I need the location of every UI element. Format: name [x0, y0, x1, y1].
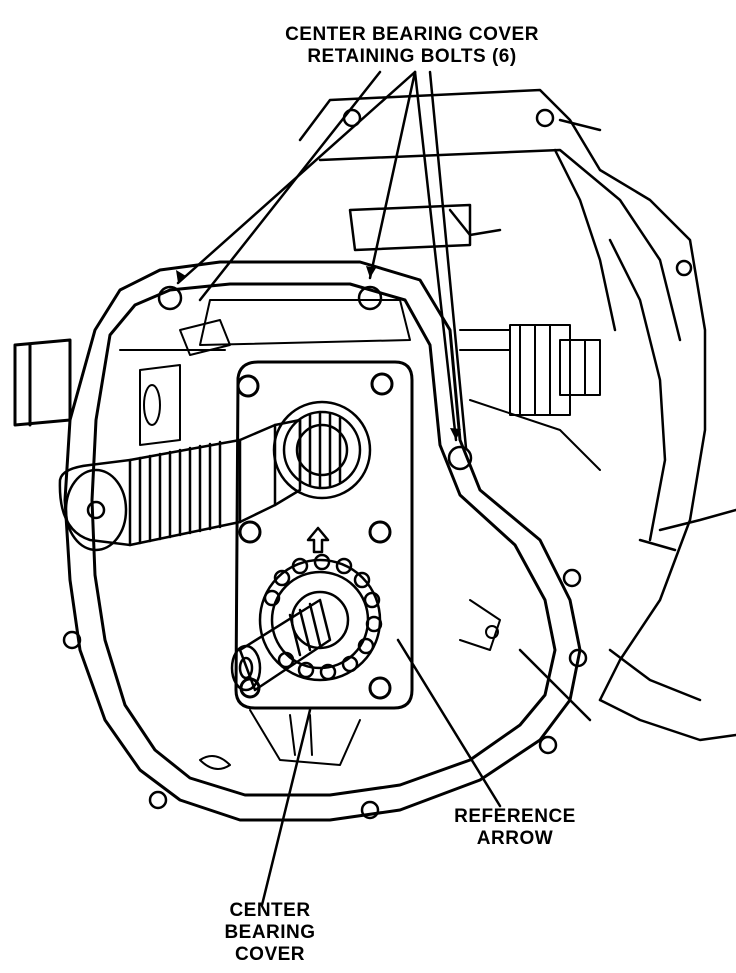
- lower-bearing: [258, 553, 383, 682]
- leader-lines: [176, 70, 502, 907]
- label-retaining-bolts-line1: CENTER BEARING COVER: [285, 24, 539, 45]
- label-center-bearing-cover-line2: BEARING: [224, 922, 316, 943]
- label-retaining-bolts-line2: RETAINING BOLTS (6): [307, 46, 517, 67]
- label-reference-arrow-line2: ARROW: [476, 828, 554, 849]
- output-shaft: [58, 418, 302, 552]
- selector-housing: [459, 324, 601, 471]
- label-retaining-bolts: CENTER BEARING COVER RETAINING BOLTS (6): [262, 24, 562, 68]
- upper-bearing: [272, 400, 372, 500]
- label-reference-arrow: REFERENCE ARROW: [440, 806, 590, 850]
- reference-arrow-mark: [306, 526, 330, 554]
- leader-arrowheads: [176, 266, 461, 440]
- adapter-bolt-holes: [62, 285, 588, 820]
- case-interior: [119, 299, 501, 770]
- lower-shaft: [230, 598, 332, 692]
- label-reference-arrow-line1: REFERENCE: [454, 806, 576, 827]
- label-center-bearing-cover-line3: COVER: [234, 944, 306, 965]
- label-center-bearing-cover-line1: CENTER: [229, 900, 311, 921]
- transmission-housing: [298, 88, 736, 742]
- adapter-plate: [13, 260, 582, 822]
- label-center-bearing-cover: CENTER BEARING COVER: [210, 900, 330, 966]
